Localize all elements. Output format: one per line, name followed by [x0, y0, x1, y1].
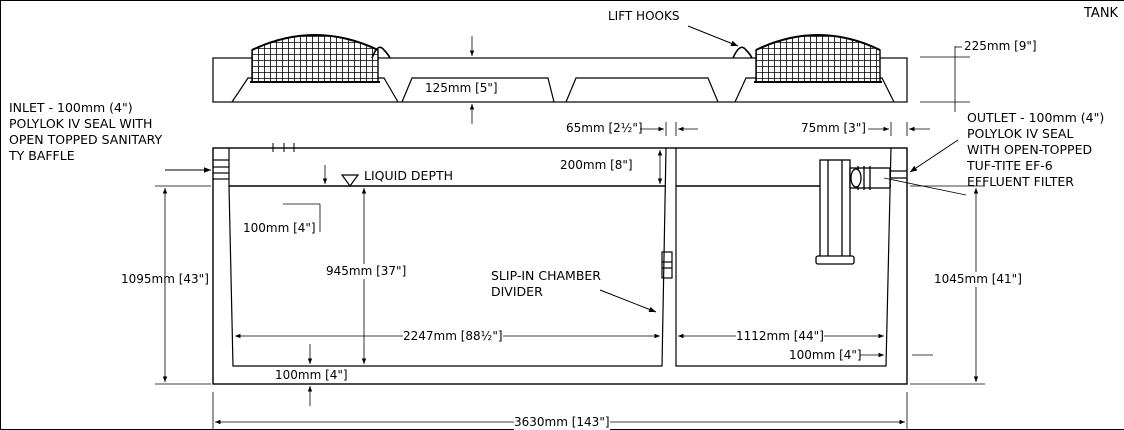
tank-height-dimension [155, 185, 211, 385]
effluent-filter [815, 159, 891, 265]
divider-label-line-2: DIVIDER [491, 284, 543, 299]
outlet-floor-label: 100mm [4"] [789, 348, 862, 362]
top-wall-label: 65mm [2½"] [566, 121, 643, 135]
freeboard-label: 200mm [8"] [560, 158, 633, 173]
lift-hook-left [371, 46, 391, 59]
lift-hooks-leader [687, 25, 739, 47]
inlet-note-line-4: TY BAFFLE [9, 148, 75, 163]
overall-length-label: 3630mm [143"] [514, 415, 610, 430]
outlet-note-line-1: OUTLET - 100mm (4") [967, 110, 1105, 125]
lift-hooks-label: LIFT HOOKS [608, 9, 680, 23]
inlet-note-line-2: POLYLOK IV SEAL WITH [9, 116, 153, 131]
outlet-note-line-4: TUF-TITE EF-6 [967, 158, 1053, 173]
outlet-filter-leader [883, 177, 967, 196]
lid-height-label: 225mm [9"] [964, 39, 1037, 53]
divider-label: SLIP-IN CHAMBER DIVIDER [491, 268, 601, 300]
outlet-wall-label: 75mm [3"] [801, 121, 866, 135]
lid-gap-label: 125mm [5"] [425, 81, 498, 96]
inlet-length-label: 2247mm [88½"] [403, 329, 503, 344]
outlet-pipe [890, 170, 907, 179]
outlet-note-line-5: EFFLUENT FILTER [967, 174, 1074, 189]
left-riser [250, 34, 380, 83]
inlet-drop-label: 100mm [4"] [243, 221, 316, 235]
outlet-note-line-3: WITH OPEN-TOPPED [967, 142, 1093, 157]
inlet-pipe [213, 159, 229, 180]
wall-thickness-dimensions [640, 122, 930, 136]
tank-lid [212, 57, 908, 103]
inlet-note-line-3: OPEN TOPPED SANITARY [9, 132, 163, 147]
title-fragment: TANK [1084, 6, 1119, 21]
outlet-leader [909, 139, 959, 173]
liquid-depth-label: LIQUID DEPTH [364, 168, 454, 183]
lift-hook-right [732, 46, 753, 59]
inlet-note: INLET - 100mm (4") POLYLOK IV SEAL WITH … [9, 100, 162, 164]
right-riser [754, 34, 882, 83]
outlet-height-label: 1045mm [41"] [934, 272, 1022, 287]
outlet-note: OUTLET - 100mm (4") POLYLOK IV SEAL WITH… [967, 110, 1104, 190]
inlet-floor-label: 100mm [4"] [275, 368, 348, 382]
top-ticks [272, 143, 295, 152]
floor-dimensions [307, 344, 933, 406]
inlet-drop-dimension [283, 165, 328, 232]
outlet-note-line-2: POLYLOK IV SEAL [967, 126, 1074, 141]
tank-body [212, 147, 908, 385]
inlet-note-line-1: INLET - 100mm (4") [9, 100, 133, 115]
liquid-level-symbol [340, 174, 360, 188]
divider-label-line-1: SLIP-IN CHAMBER [491, 268, 601, 283]
outlet-length-label: 1112mm [44"] [736, 329, 824, 344]
tank-height-label: 1095mm [43"] [121, 272, 209, 286]
divider-leader [599, 289, 657, 313]
lid-height-dimension [920, 46, 970, 112]
chamber-divider [661, 251, 673, 279]
liquid-height-label: 945mm [37"] [326, 264, 407, 279]
